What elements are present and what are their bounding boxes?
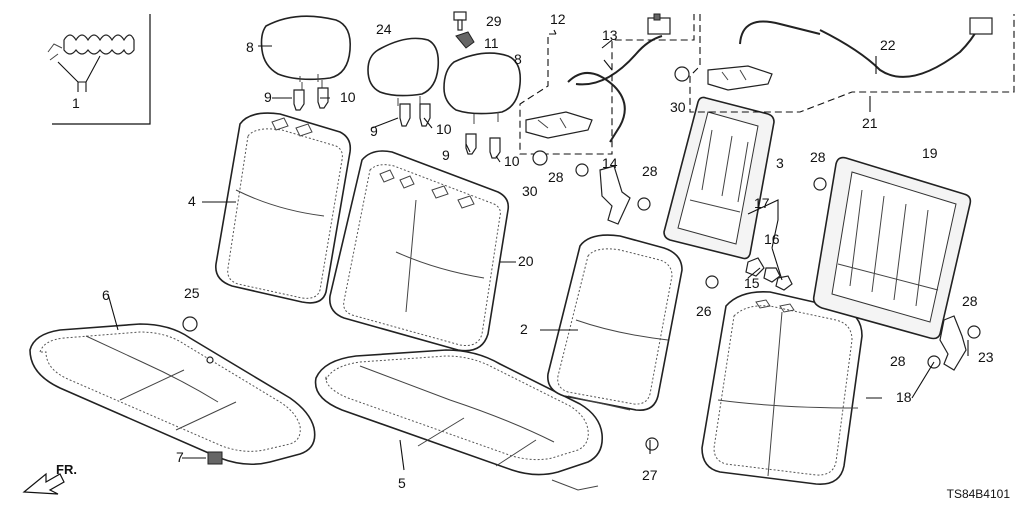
callout-2: 2 bbox=[520, 321, 528, 337]
seat-back-part-20 bbox=[328, 150, 510, 352]
callout-30-b: 30 bbox=[670, 99, 686, 115]
callout-9-a: 9 bbox=[264, 89, 272, 105]
callout-17: 17 bbox=[754, 195, 770, 211]
callout-28-d: 28 bbox=[962, 293, 978, 309]
callout-30-a: 30 bbox=[522, 183, 538, 199]
headrest-part-8-left bbox=[260, 15, 352, 90]
group-box-12 bbox=[519, 14, 695, 155]
release-cable-part-22 bbox=[739, 17, 993, 78]
callout-24: 24 bbox=[376, 21, 392, 37]
headrest-part-24 bbox=[367, 37, 440, 106]
headrest-guides bbox=[293, 87, 501, 159]
seat-back-part-4 bbox=[215, 112, 352, 304]
callout-16: 16 bbox=[764, 231, 780, 247]
group-box-21 bbox=[689, 14, 1015, 113]
callout-labels: 1 2 3 4 5 6 7 8 8 9 9 9 10 10 10 11 12 1… bbox=[72, 11, 994, 491]
callout-10-a: 10 bbox=[340, 89, 356, 105]
callout-10-b: 10 bbox=[436, 121, 452, 137]
callout-12: 12 bbox=[550, 11, 566, 27]
lock-bracket-part-21 bbox=[707, 65, 773, 91]
seat-cushion-part-5 bbox=[314, 349, 604, 491]
callout-13: 13 bbox=[602, 27, 618, 43]
hinge-part-14 bbox=[599, 165, 631, 225]
callout-10-c: 10 bbox=[504, 153, 520, 169]
callout-5: 5 bbox=[398, 475, 406, 491]
front-direction-label: FR. bbox=[56, 462, 77, 477]
callout-29: 29 bbox=[486, 13, 502, 29]
bolts bbox=[182, 66, 981, 465]
callout-9-c: 9 bbox=[442, 147, 450, 163]
callout-15: 15 bbox=[744, 275, 760, 291]
callout-28-e: 28 bbox=[890, 353, 906, 369]
callout-6: 6 bbox=[102, 287, 110, 303]
callout-28-c: 28 bbox=[810, 149, 826, 165]
callout-7: 7 bbox=[176, 449, 184, 465]
callout-28-b: 28 bbox=[642, 163, 658, 179]
callout-9-b: 9 bbox=[370, 123, 378, 139]
callout-11: 11 bbox=[484, 35, 499, 51]
callout-21: 21 bbox=[862, 115, 878, 131]
callout-20: 20 bbox=[518, 253, 534, 269]
callout-26: 26 bbox=[696, 303, 712, 319]
clip-set-part-1 bbox=[47, 14, 151, 125]
callout-3: 3 bbox=[776, 155, 784, 171]
callout-8-left: 8 bbox=[246, 39, 254, 55]
callout-22: 22 bbox=[880, 37, 896, 53]
seat-back-frame-part-3 bbox=[663, 96, 775, 260]
seat-back-frame-part-19 bbox=[812, 156, 972, 340]
diagram-code: TS84B4101 bbox=[946, 487, 1010, 501]
headrest-part-8-right bbox=[443, 52, 522, 124]
seat-cushion-part-6 bbox=[29, 323, 316, 466]
seat-back-part-2 bbox=[547, 234, 683, 412]
callout-4: 4 bbox=[188, 193, 196, 209]
bolt-part-29 bbox=[453, 11, 467, 31]
callout-19: 19 bbox=[922, 145, 938, 161]
seat-back-part-18 bbox=[701, 290, 863, 485]
hinge-part-23 bbox=[939, 315, 967, 371]
callout-18: 18 bbox=[896, 389, 912, 405]
front-direction-arrow: FR. bbox=[22, 462, 77, 495]
callout-1: 1 bbox=[72, 95, 80, 111]
lock-bracket-part-12 bbox=[525, 111, 593, 139]
callout-27: 27 bbox=[642, 467, 658, 483]
leader-lines bbox=[107, 29, 969, 471]
callout-28-a: 28 bbox=[548, 169, 564, 185]
callout-14: 14 bbox=[602, 155, 618, 171]
callout-8-right: 8 bbox=[514, 51, 522, 67]
clip-part-11 bbox=[455, 31, 475, 49]
callout-25: 25 bbox=[184, 285, 200, 301]
callout-23: 23 bbox=[978, 349, 994, 365]
